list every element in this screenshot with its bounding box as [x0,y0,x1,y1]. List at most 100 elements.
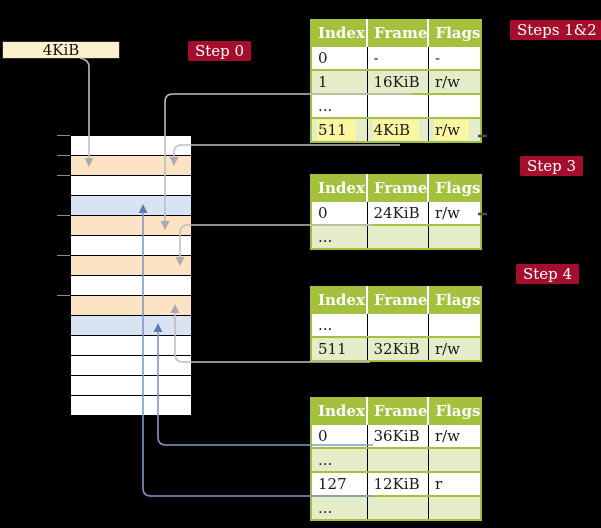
memory-row-6 [71,236,191,256]
table-row: ... [311,93,482,118]
table-cell: 1 [311,69,367,94]
tick-mark [57,255,70,256]
column-header-flags: Flags [427,20,482,46]
physical-memory-strip [70,135,192,416]
table-row: 0-- [311,45,482,70]
tick-mark [57,215,70,216]
label-steps-1-2: Steps 1&2 [510,20,601,40]
memory-row-13 [71,376,191,396]
table-cell [427,224,482,249]
column-header-flags: Flags [427,398,482,424]
table-cell: 511 [311,336,367,361]
table-cell [427,312,482,337]
label-step-0: Step 0 [188,41,252,61]
column-header-frame: Frame [365,287,429,313]
memory-row-14 [71,396,191,415]
table-cell: 12KiB [366,471,429,496]
table-cell: 32KiB [366,336,429,361]
table-cell [427,93,482,118]
table-cell: 4KiB [366,117,429,142]
table-cell [366,224,429,249]
table-cell: r/w [427,336,482,361]
table-row: ... [311,447,482,472]
memory-row-9 [71,296,191,316]
table-cell: - [427,45,482,70]
tick-mark [57,295,70,296]
highlighted-value: 4KiB [372,120,420,140]
memory-row-5 [71,216,191,236]
table-cell [366,495,429,520]
table-cell: 0 [311,423,367,448]
table-cell: ... [311,447,367,472]
tick-mark [57,175,70,176]
table-cell [427,447,482,472]
table-cell: - [366,45,429,70]
memory-row-11 [71,336,191,356]
table-cell: ... [311,93,367,118]
table-cell: ... [311,224,367,249]
pointer-table1-index511-to-frame [173,144,400,157]
memory-row-8 [71,276,191,296]
column-header-index: Index [311,398,367,424]
highlighted-value: r/w [433,120,470,140]
table-row: 511 4KiB r/w [311,117,482,142]
highlighted-value: 511 [317,120,356,140]
memory-row-2 [71,156,191,176]
memory-row-12 [71,356,191,376]
table-cell: 16KiB [366,69,429,94]
tick-mark [57,155,70,156]
table-row: ... [311,224,482,249]
memory-row-4 [71,196,191,216]
column-header-frame: Frame [365,398,429,424]
table-cell: 36KiB [366,423,429,448]
table-cell [427,495,482,520]
table-cell: ... [311,495,367,520]
table-cell: 24KiB [366,200,429,225]
tick-mark [57,135,70,136]
label-step-3: Step 3 [520,156,584,176]
column-header-flags: Flags [427,287,482,313]
column-header-frame: Frame [365,20,429,46]
table-cell: 0 [311,200,367,225]
frame-size-box: 4KiB [2,41,120,59]
table-row: ... [311,312,482,337]
column-header-flags: Flags [427,175,482,201]
memory-row-7 [71,256,191,276]
memory-row-10 [71,316,191,336]
table-cell: r/w [427,117,482,142]
table-cell [366,447,429,472]
column-header-index: Index [311,20,367,46]
table-cell: 127 [311,471,367,496]
table-cell [366,93,429,118]
table-cell: 0 [311,45,367,70]
memory-row-3 [71,176,191,196]
table-cell: r/w [427,200,482,225]
table-cell: ... [311,312,367,337]
table-cell: r/w [427,423,482,448]
memory-row-1 [71,136,191,156]
table-cell: r [427,471,482,496]
table-cell: 511 [311,117,367,142]
table-cell: r/w [427,69,482,94]
column-header-index: Index [311,287,367,313]
table-cell [366,312,429,337]
label-step-4: Step 4 [516,264,580,284]
